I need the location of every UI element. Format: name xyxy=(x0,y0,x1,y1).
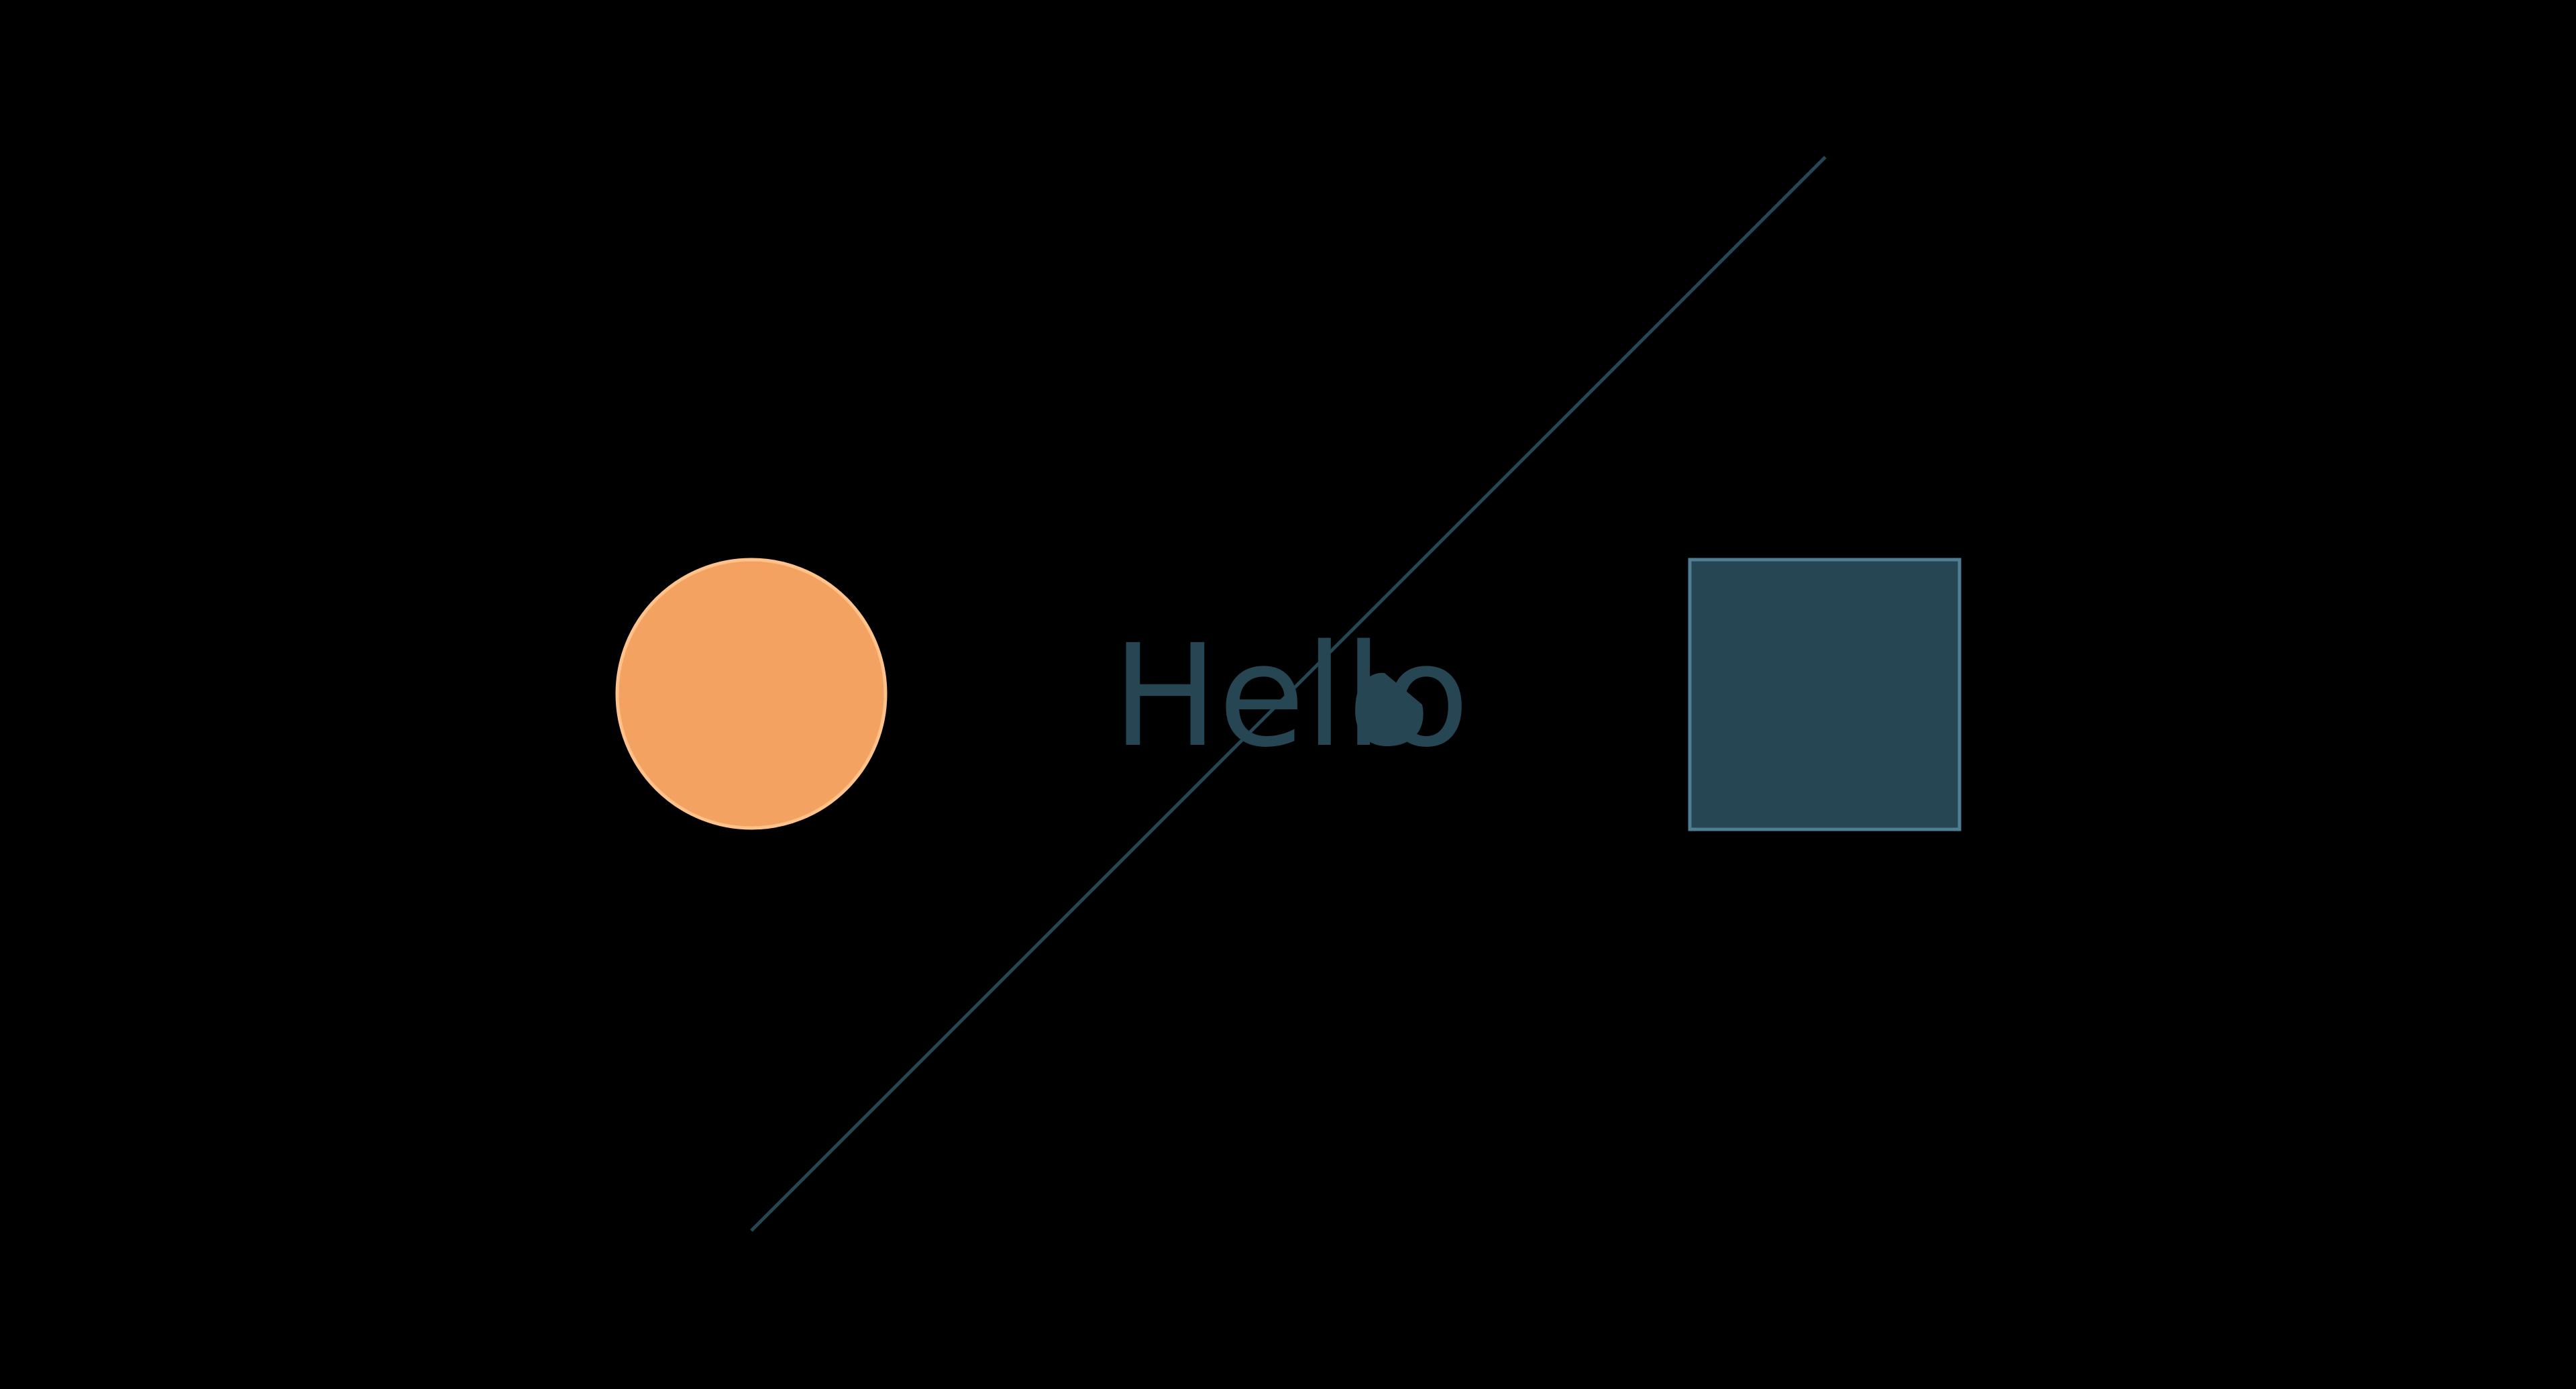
diagonal-line xyxy=(750,156,1827,1232)
orange-circle xyxy=(615,558,888,830)
hello-text: Hello xyxy=(1112,614,1469,778)
teardrop-shape xyxy=(1355,672,1424,746)
blue-square xyxy=(1688,558,1962,831)
